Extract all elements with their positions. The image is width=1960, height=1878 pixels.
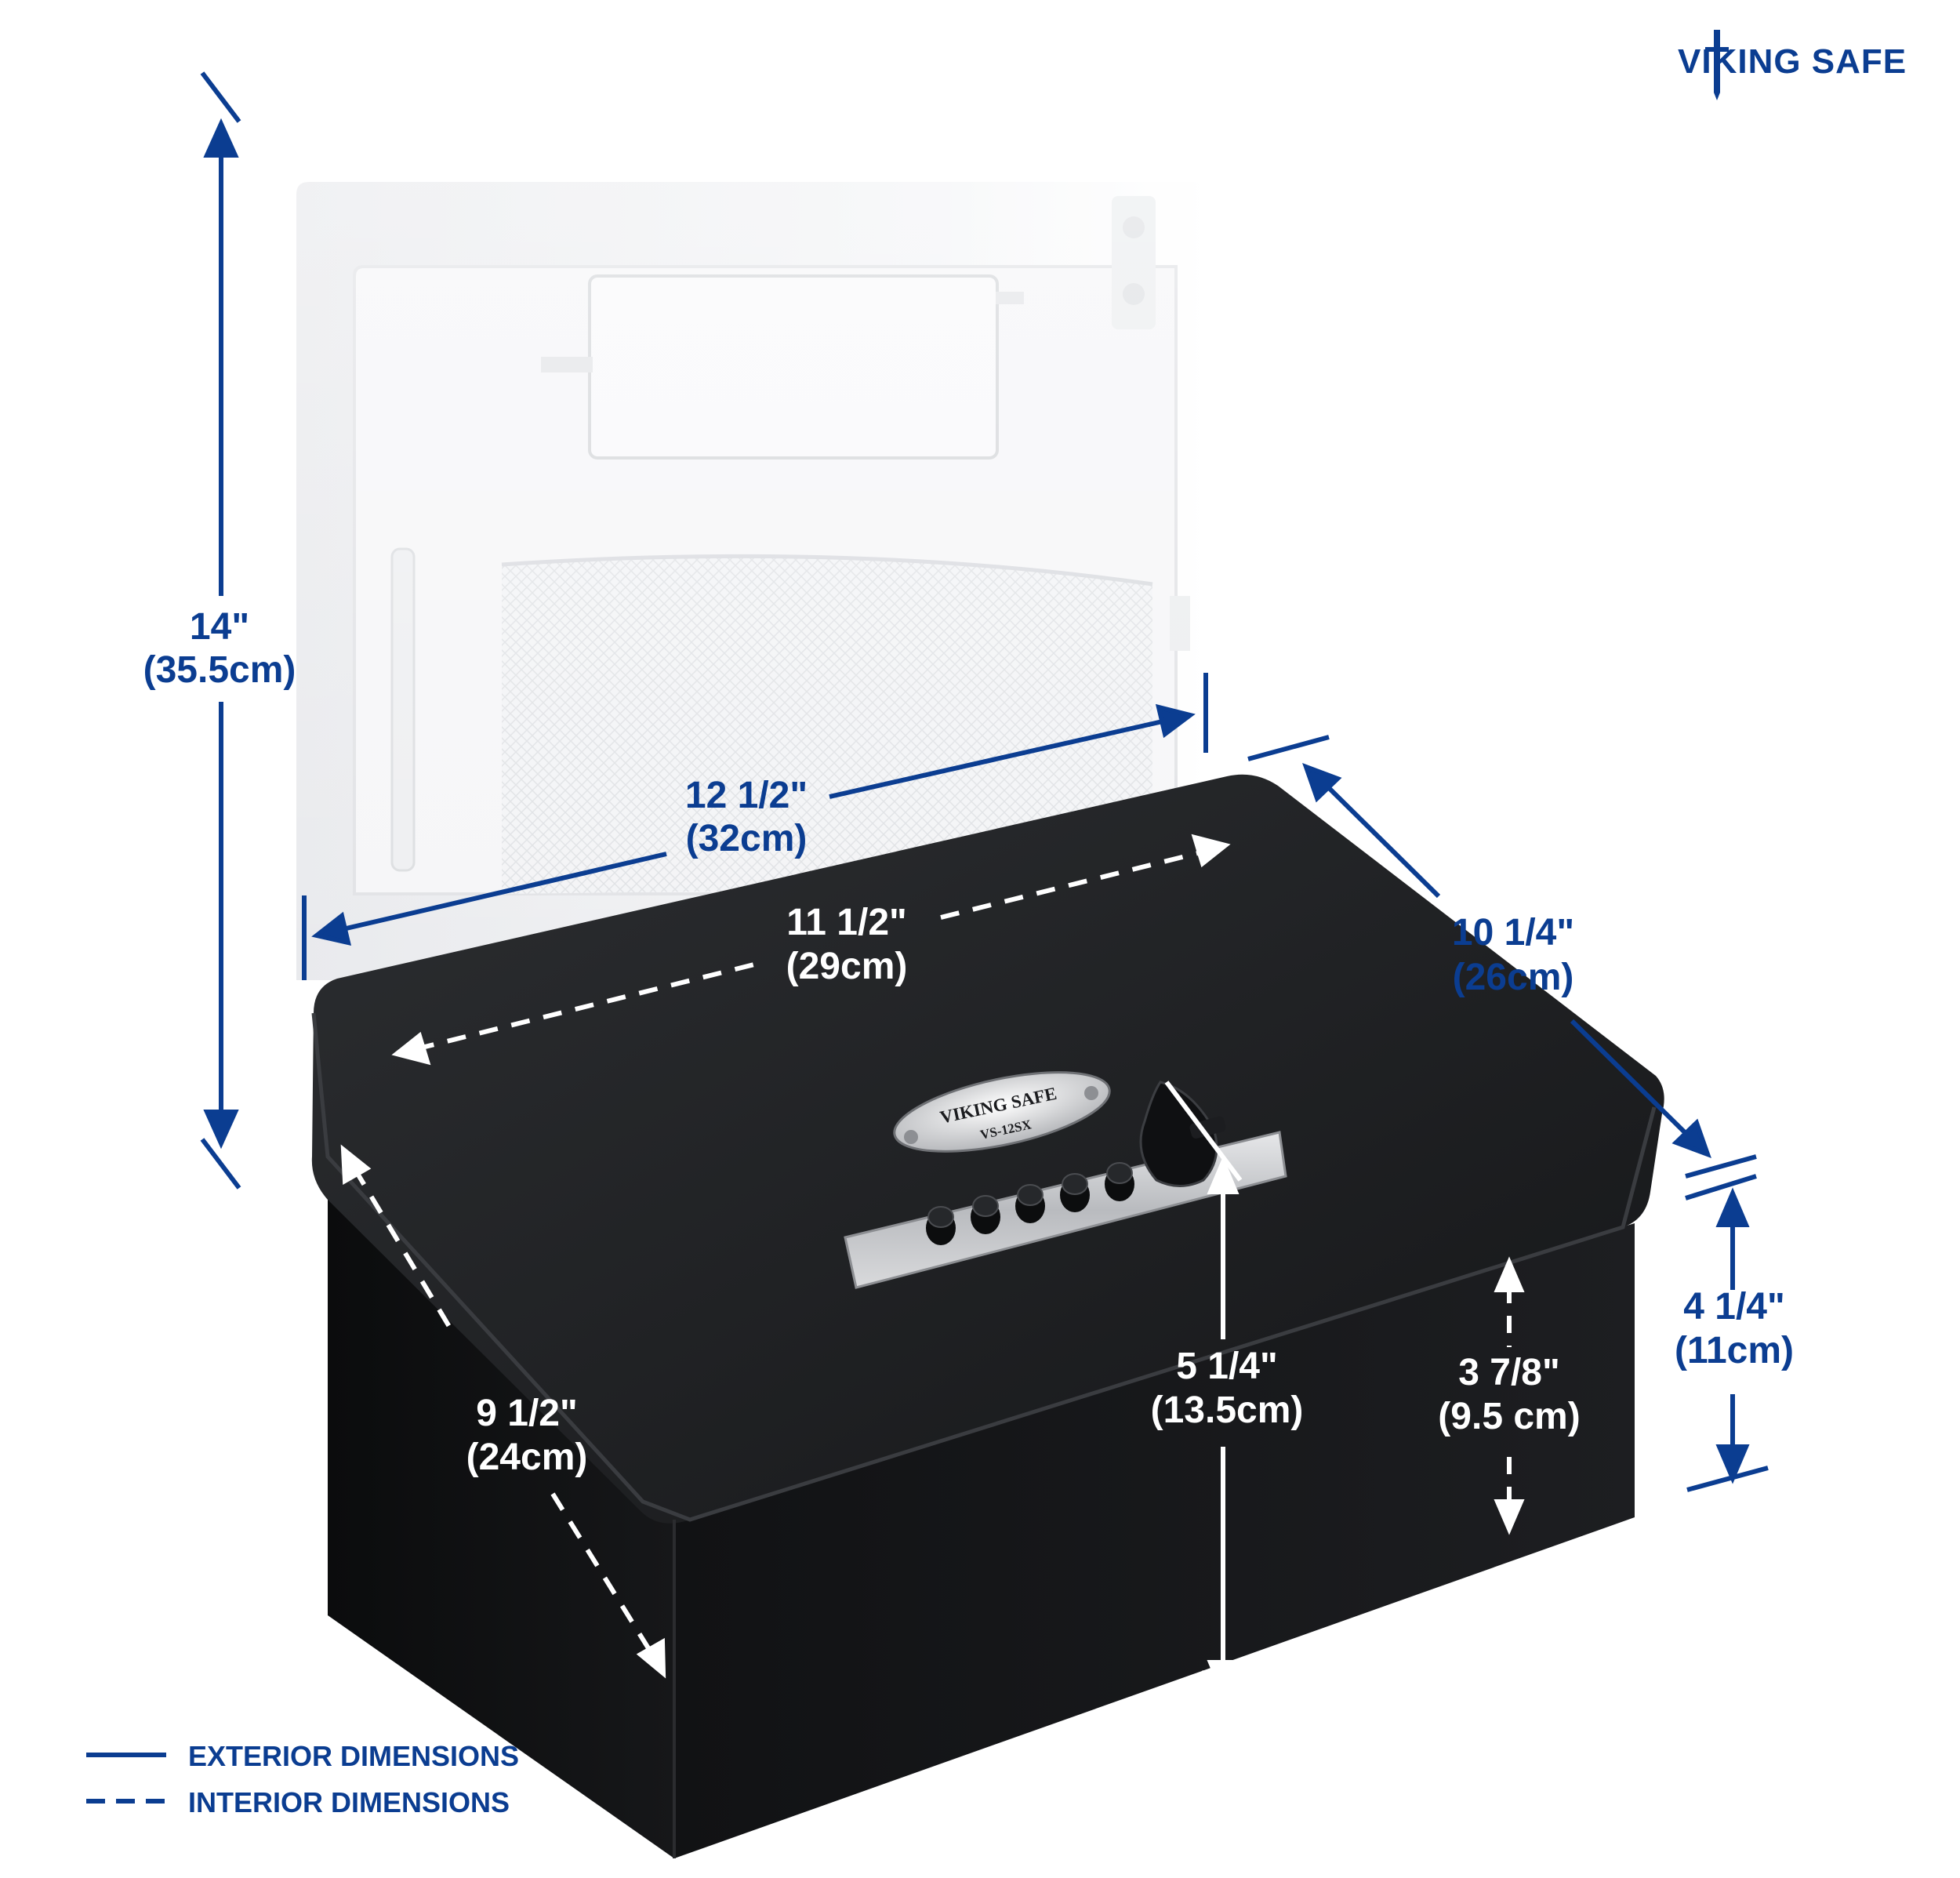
- legend: EXTERIOR DIMENSIONS INTERIOR DIMENSIONS: [86, 1740, 519, 1818]
- width-int-arrowhead-right: [1191, 834, 1231, 868]
- width-ext-arrowhead-right: [1155, 703, 1196, 739]
- width-int-arrowhead-left: [391, 1031, 431, 1066]
- depth-ext-tick-bottom: [1685, 1154, 1757, 1179]
- height-closed-int-inches: 3 7/8": [1458, 1352, 1560, 1393]
- dimension-label-height-open-interior: 5 1/4" (13.5cm): [1151, 1346, 1304, 1431]
- brand-logo: VIKING SAFE: [1678, 30, 1907, 100]
- dimension-label-width-interior: 11 1/2" (29cm): [786, 902, 908, 987]
- legend-interior-label: INTERIOR DIMENSIONS: [188, 1786, 510, 1818]
- height-ext-tick-top: [200, 71, 241, 123]
- height-ext-arrowhead-bottom: [203, 1110, 239, 1150]
- lock-knob: [1139, 1081, 1226, 1187]
- dimension-label-body-height-exterior: 4 1/4" (11cm): [1675, 1286, 1794, 1371]
- model-nameplate: VIKING SAFE VS-12SX: [893, 1071, 1111, 1153]
- dimension-label-depth-exterior: 10 1/4" (26cm): [1452, 912, 1574, 998]
- body-height-ext-cm: (11cm): [1675, 1330, 1794, 1371]
- keypad-lock: [844, 1081, 1287, 1289]
- height-ext-arrowhead-top: [203, 118, 239, 158]
- dimension-label-height-closed-interior: 3 7/8" (9.5 cm): [1438, 1352, 1580, 1437]
- width-int-line-left: [415, 961, 761, 1052]
- exterior-dimension-lines: [200, 71, 1769, 1492]
- depth-int-cm: (24cm): [466, 1437, 588, 1478]
- width-ext-line-right: [829, 715, 1181, 799]
- body-height-ext-arrowhead-top: [1715, 1187, 1750, 1227]
- dimension-label-width-exterior: 12 1/2" (32cm): [685, 775, 808, 859]
- keypad-button: [1060, 1173, 1090, 1212]
- interior-dimension-lines: [340, 834, 1525, 1727]
- keypad-button: [926, 1206, 956, 1245]
- depth-int-arrowhead-top: [340, 1144, 372, 1186]
- width-ext-inches: 12 1/2": [685, 775, 808, 816]
- height-open-int-cm: (13.5cm): [1151, 1389, 1304, 1431]
- height-open-int-arrowhead-top: [1207, 1156, 1240, 1194]
- height-ext-inches: 14": [190, 606, 249, 648]
- depth-int-inches: 9 1/2": [476, 1393, 578, 1434]
- depth-ext-line-upper: [1319, 778, 1441, 899]
- dimension-label-height-exterior: 14" (35.5cm): [143, 606, 296, 691]
- width-int-cm: (29cm): [786, 946, 908, 987]
- body-height-ext-tick-bottom: [1686, 1466, 1769, 1492]
- height-ext-cm: (35.5cm): [143, 649, 296, 691]
- legend-exterior-label: EXTERIOR DIMENSIONS: [188, 1740, 519, 1772]
- keypad-buttons: [926, 1162, 1134, 1245]
- height-open-int-arrowhead-bottom: [1207, 1660, 1240, 1698]
- dimension-label-depth-interior: 9 1/2" (24cm): [466, 1393, 588, 1478]
- sword-icon: [1705, 30, 1729, 100]
- depth-ext-arrowhead-bottom: [1671, 1118, 1711, 1159]
- depth-ext-arrowhead-top: [1302, 762, 1342, 803]
- width-int-inches: 11 1/2": [786, 902, 907, 943]
- depth-int-arrowhead-bottom: [636, 1637, 666, 1679]
- body-height-ext-inches: 4 1/4": [1683, 1286, 1785, 1328]
- height-closed-int-arrowhead-bottom: [1494, 1499, 1525, 1535]
- depth-ext-inches: 10 1/4": [1452, 912, 1574, 954]
- height-open-int-inches: 5 1/4": [1176, 1346, 1278, 1387]
- depth-ext-line-lower: [1570, 1019, 1696, 1143]
- height-open-int-tick-top: [1164, 1081, 1243, 1182]
- height-closed-int-cm: (9.5 cm): [1438, 1396, 1580, 1437]
- width-ext-arrowhead-left: [311, 911, 352, 946]
- width-ext-line-left: [328, 852, 667, 935]
- height-closed-int-arrowhead-top: [1494, 1256, 1525, 1292]
- body-height-ext-arrowhead-bottom: [1715, 1444, 1750, 1484]
- height-open-int-tick-bottom: [1199, 1670, 1249, 1727]
- keypad-button: [971, 1195, 1000, 1234]
- keypad-button: [1105, 1162, 1134, 1201]
- width-int-line-right: [940, 848, 1208, 920]
- depth-ext-tick-top: [1247, 735, 1330, 761]
- width-ext-cm: (32cm): [686, 818, 808, 859]
- brand-name: VIKING SAFE: [1678, 42, 1907, 81]
- body-height-ext-tick-top: [1685, 1174, 1757, 1201]
- height-ext-tick-bottom: [200, 1138, 241, 1190]
- keypad-button: [1015, 1184, 1045, 1223]
- depth-ext-cm: (26cm): [1453, 957, 1574, 998]
